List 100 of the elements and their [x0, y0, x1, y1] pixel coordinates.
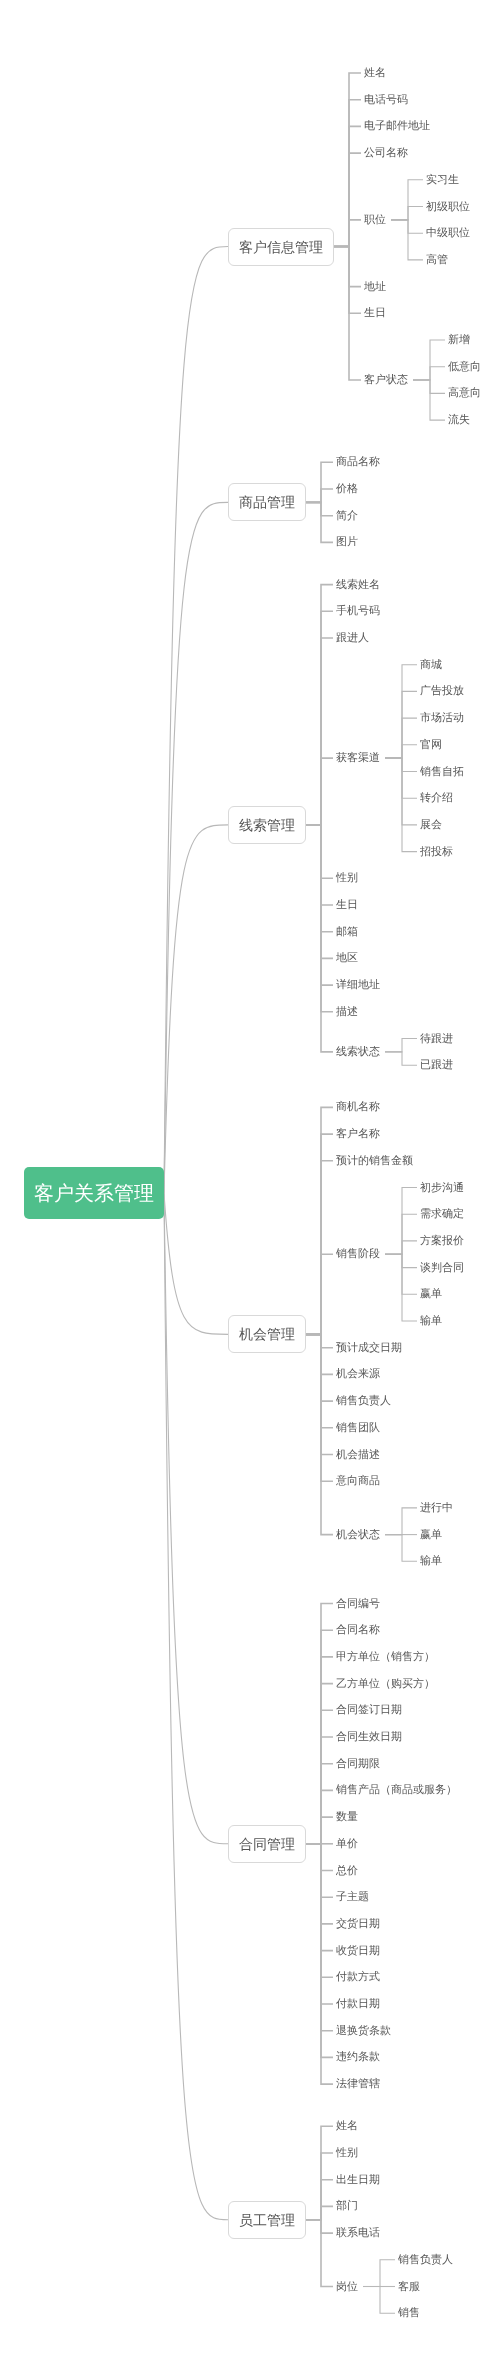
topic-box: 线索管理 [228, 805, 306, 844]
subtopic-label: 性别 [336, 870, 358, 887]
subtopic-label: 新增 [448, 332, 470, 348]
subtopic-label: 初级职位 [426, 198, 470, 215]
subtopic-label: 商机名称 [336, 1099, 380, 1116]
topic-box: 商品管理 [228, 483, 306, 522]
subtopic-label: 邮箱 [336, 923, 358, 940]
subtopic-label: 中级职位 [426, 225, 470, 242]
subtopic-label: 展会 [420, 816, 442, 833]
subtopic-label: 流失 [448, 412, 470, 429]
subtopic-label: 销售自拓 [420, 763, 464, 780]
subtopic-label: 客户名称 [336, 1126, 380, 1143]
subtopic-label: 合同签订日期 [336, 1702, 402, 1719]
subtopic-label: 图片 [336, 534, 358, 551]
connector-line [305, 824, 334, 1053]
connector-line [412, 379, 446, 421]
connector-line [390, 219, 424, 261]
subtopic-label: 岗位 [336, 2278, 358, 2295]
subtopic-label: 总价 [336, 1862, 358, 1879]
subtopic-label: 已跟进 [420, 1057, 453, 1074]
subtopic-label: 出生日期 [336, 2171, 380, 2188]
connector-line [384, 1534, 418, 1562]
subtopic-label: 客户状态 [364, 372, 408, 389]
subtopic-label: 转介绍 [420, 790, 453, 807]
subtopic-label: 合同名称 [336, 1622, 380, 1639]
subtopic-label: 谈判合同 [420, 1259, 464, 1276]
subtopic-label: 高意向 [448, 385, 481, 402]
subtopic-label: 官网 [420, 736, 442, 753]
subtopic-label: 姓名 [364, 65, 386, 81]
subtopic-label: 销售产品（商品或服务） [336, 1782, 457, 1799]
subtopic-label: 地区 [336, 950, 358, 967]
subtopic-label: 高管 [426, 251, 448, 268]
subtopic-label: 商品名称 [336, 454, 380, 471]
subtopic-label: 退换货条款 [336, 2022, 391, 2039]
subtopic-label: 市场活动 [420, 710, 464, 727]
subtopic-label: 价格 [336, 481, 358, 497]
subtopic-label: 乙方单位（购买方） [336, 1675, 435, 1692]
subtopic-label: 电话号码 [364, 91, 408, 108]
connector-line [333, 245, 362, 381]
subtopic-label: 职位 [364, 211, 386, 228]
subtopic-label: 公司名称 [364, 145, 408, 162]
subtopic-label: 销售负责人 [398, 2251, 453, 2268]
subtopic-label: 机会状态 [336, 1526, 380, 1543]
subtopic-label: 预计的销售金额 [336, 1152, 413, 1169]
subtopic-label: 地址 [364, 278, 386, 295]
subtopic-label: 子主题 [336, 1889, 369, 1906]
connector-line [305, 1333, 334, 1536]
subtopic-label: 销售团队 [336, 1419, 380, 1436]
subtopic-label: 赢单 [420, 1286, 442, 1303]
subtopic-label: 销售阶段 [336, 1246, 380, 1263]
connector-line [384, 757, 418, 853]
topic-box: 合同管理 [228, 1824, 306, 1863]
subtopic-label: 初步沟通 [420, 1179, 464, 1196]
subtopic-label: 赢单 [420, 1526, 442, 1543]
subtopic-label: 招投标 [420, 843, 453, 860]
subtopic-label: 输单 [420, 1313, 442, 1329]
subtopic-label: 线索状态 [336, 1043, 380, 1060]
subtopic-label: 跟进人 [336, 630, 369, 646]
subtopic-label: 销售 [398, 2305, 420, 2322]
connector-line [362, 2285, 396, 2314]
subtopic-label: 方案报价 [420, 1232, 464, 1249]
topic-box: 员工管理 [228, 2200, 306, 2239]
subtopic-label: 获客渠道 [336, 750, 380, 767]
subtopic-label: 机会描述 [336, 1446, 380, 1463]
connector-line [305, 2218, 334, 2288]
subtopic-label: 简介 [336, 507, 358, 524]
subtopic-label: 线索姓名 [336, 576, 380, 593]
subtopic-label: 详细地址 [336, 977, 380, 994]
subtopic-label: 收货日期 [336, 1942, 380, 1959]
subtopic-label: 姓名 [336, 2118, 358, 2135]
subtopic-label: 广告投放 [420, 683, 464, 700]
subtopic-label: 客服 [398, 2278, 420, 2295]
subtopic-label: 需求确定 [420, 1206, 464, 1223]
subtopic-label: 手机号码 [336, 603, 380, 620]
topic-box: 机会管理 [228, 1315, 306, 1354]
subtopic-label: 待跟进 [420, 1030, 453, 1047]
subtopic-label: 合同生效日期 [336, 1729, 402, 1745]
subtopic-label: 描述 [336, 1003, 358, 1020]
subtopic-label: 意向商品 [336, 1473, 380, 1490]
subtopic-label: 电子邮件地址 [364, 118, 430, 135]
subtopic-label: 商城 [420, 656, 442, 673]
subtopic-label: 机会来源 [336, 1366, 380, 1383]
subtopic-label: 联系电话 [336, 2225, 380, 2242]
subtopic-label: 付款日期 [336, 1996, 380, 2012]
subtopic-label: 违约条款 [336, 2049, 380, 2066]
subtopic-label: 输单 [420, 1553, 442, 1570]
subtopic-label: 单价 [336, 1835, 358, 1852]
subtopic-label: 法律管辖 [336, 2076, 380, 2093]
connector-line [305, 501, 334, 544]
subtopic-label: 低意向 [448, 358, 481, 375]
subtopic-label: 生日 [336, 897, 358, 913]
subtopic-label: 预计成交日期 [336, 1339, 402, 1356]
subtopic-label: 交货日期 [336, 1915, 380, 1932]
subtopic-label: 进行中 [420, 1499, 453, 1516]
subtopic-label: 部门 [336, 2198, 358, 2215]
subtopic-label: 实习生 [426, 171, 459, 188]
subtopic-label: 生日 [364, 305, 386, 322]
central-topic-box: 客户关系管理 [24, 1167, 164, 1220]
subtopic-label: 销售负责人 [336, 1393, 391, 1410]
subtopic-label: 付款方式 [336, 1969, 380, 1986]
